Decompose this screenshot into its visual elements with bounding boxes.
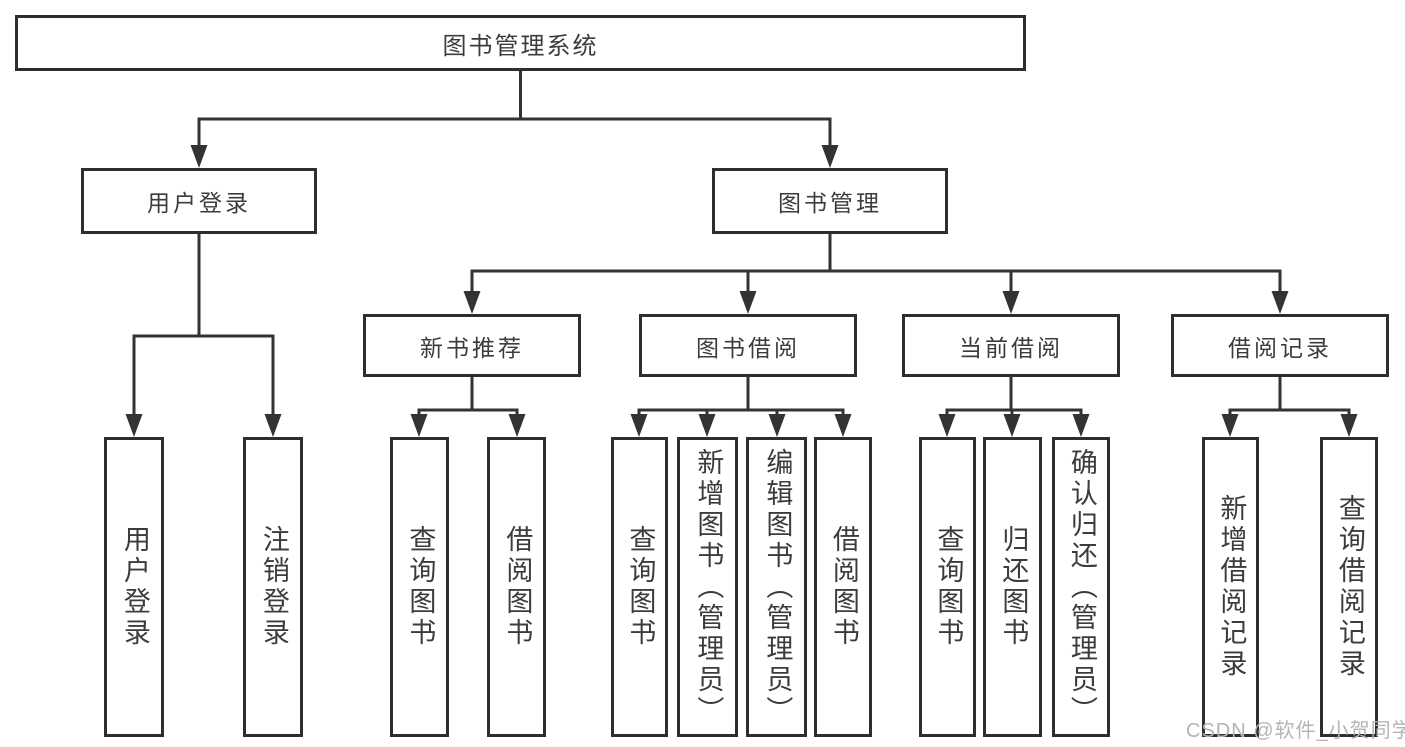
leaf-edit-books-admin: 编辑图书（管理员） (746, 437, 807, 737)
node-root: 图书管理系统 (15, 15, 1026, 71)
leaf-add-books-admin: 新增图书（管理员） (677, 437, 738, 737)
node-book-management: 图书管理 (712, 168, 948, 234)
node-borrowing-records: 借阅记录 (1171, 314, 1389, 377)
node-new-book-recommendation: 新书推荐 (363, 314, 581, 377)
node-current-borrowing: 当前借阅 (902, 314, 1120, 377)
leaf-query-books-recommend: 查询图书 (390, 437, 449, 737)
csdn-watermark: CSDN @软件_小贺同学 (1186, 720, 1405, 742)
leaf-query-borrow-record: 查询借阅记录 (1320, 437, 1378, 737)
leaf-logout: 注销登录 (243, 437, 303, 737)
leaf-confirm-return-admin: 确认归还（管理员） (1052, 437, 1110, 737)
leaf-query-books-borrow: 查询图书 (611, 437, 668, 737)
leaf-user-login: 用户登录 (104, 437, 164, 737)
leaf-return-books: 归还图书 (983, 437, 1042, 737)
leaf-borrow-books: 借阅图书 (814, 437, 872, 737)
leaf-query-books-current: 查询图书 (919, 437, 976, 737)
leaf-add-borrow-record: 新增借阅记录 (1202, 437, 1259, 737)
node-book-borrowing: 图书借阅 (639, 314, 857, 377)
leaf-borrow-books-recommend: 借阅图书 (487, 437, 546, 737)
node-user-login: 用户登录 (81, 168, 317, 234)
